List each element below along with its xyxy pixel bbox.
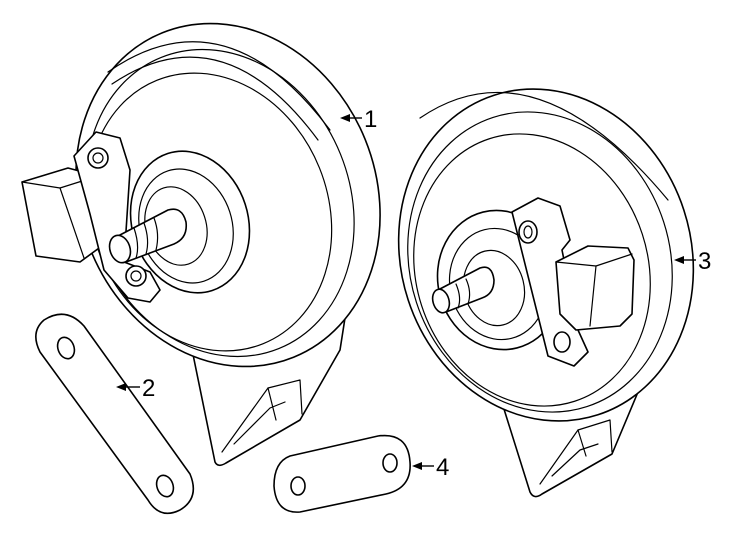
callout-3-label: 3 [698,248,711,275]
horn-3-stud [431,266,495,314]
horn-1-stud [108,208,188,264]
callout-1: 1 [340,106,377,133]
horn-3-connector [511,197,635,367]
callout-3: 3 [674,248,711,275]
horn-1-connector [21,131,161,303]
callout-4: 4 [412,454,449,481]
callout-2-label: 2 [142,375,155,402]
bracket-4[interactable] [273,434,411,513]
callout-4-label: 4 [436,454,449,481]
callout-1-label: 1 [364,106,377,133]
callout-2: 2 [116,375,155,402]
bracket-2[interactable] [35,313,195,515]
horn-1[interactable] [21,0,431,467]
horn-3[interactable] [356,50,734,498]
